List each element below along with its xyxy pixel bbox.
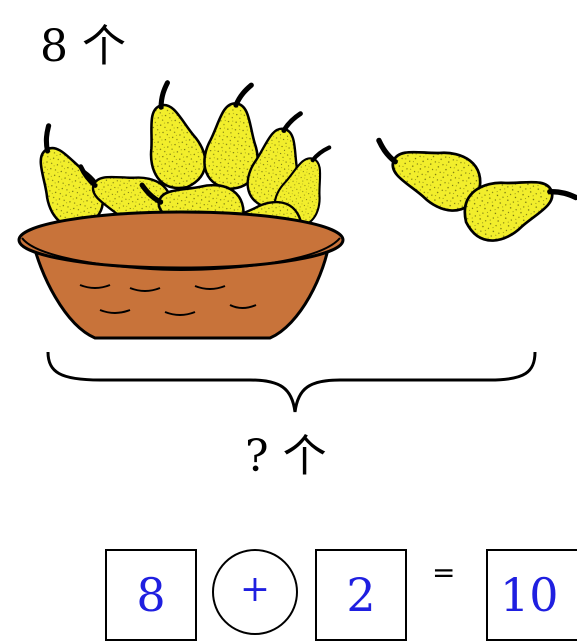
second-operand-box[interactable]: 2 <box>315 549 407 641</box>
first-operand-box[interactable]: 8 <box>105 549 197 641</box>
curly-brace-icon <box>46 351 537 413</box>
top-count-unit: 个 <box>82 21 126 72</box>
basket-icon <box>17 210 345 340</box>
equals-sign: = <box>432 556 456 589</box>
total-question-label: ? 个 <box>245 420 327 484</box>
top-count-number: 8 <box>40 21 68 72</box>
question-unit: 个 <box>282 431 327 482</box>
top-count-label: 8 个 <box>40 10 126 74</box>
question-mark: ? <box>245 431 269 482</box>
operator-circle[interactable]: + <box>212 549 298 635</box>
result-box[interactable]: 10 <box>486 549 577 641</box>
